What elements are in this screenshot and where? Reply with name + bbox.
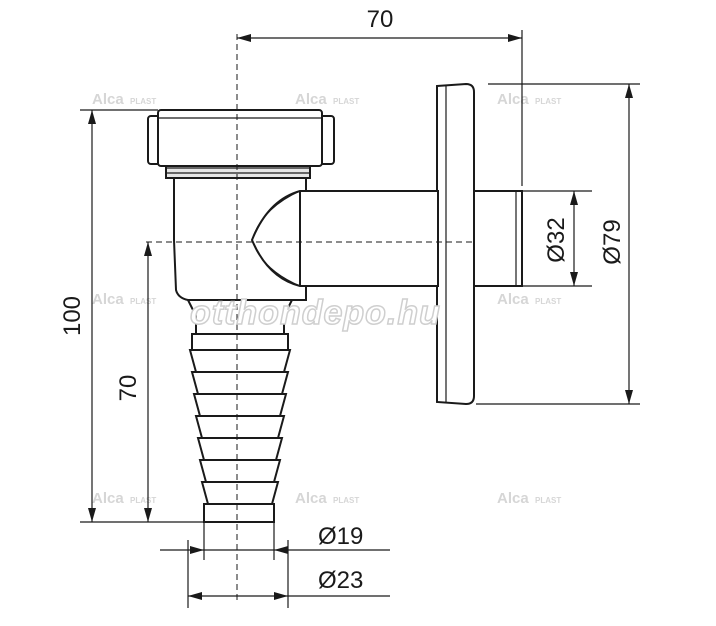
- brand-watermark: Alca PLAST: [497, 91, 561, 108]
- svg-text:Alca: Alca: [497, 91, 529, 108]
- siphon-body: [165, 163, 311, 301]
- svg-text:PLAST: PLAST: [535, 97, 561, 106]
- dimension-label: 70: [115, 375, 142, 402]
- dimension-hose-outer: Ø23: [187, 540, 390, 608]
- svg-text:PLAST: PLAST: [130, 496, 156, 505]
- svg-text:PLAST: PLAST: [535, 297, 561, 306]
- dimension-height-inlet: 70: [115, 242, 152, 522]
- svg-text:Alca: Alca: [92, 91, 124, 108]
- dimension-label: Ø23: [318, 567, 363, 594]
- dimension-label: Ø79: [599, 219, 626, 264]
- hose-connector: [186, 299, 294, 523]
- brand-watermark: Alca PLAST: [295, 490, 359, 507]
- brand-watermark: Alca PLAST: [92, 91, 156, 108]
- dimension-hose-inner: Ø19: [160, 522, 390, 560]
- svg-text:Alca: Alca: [92, 291, 124, 308]
- center-lines: [146, 34, 476, 604]
- dimension-label: Ø19: [318, 523, 363, 550]
- brand-watermark: Alca PLAST: [295, 91, 359, 108]
- svg-text:PLAST: PLAST: [535, 496, 561, 505]
- svg-text:Alca: Alca: [92, 490, 124, 507]
- brand-watermark: Alca PLAST: [92, 291, 156, 308]
- dimension-label: 100: [59, 296, 86, 336]
- outlet-pipe: [299, 190, 523, 287]
- svg-text:PLAST: PLAST: [130, 97, 156, 106]
- svg-text:PLAST: PLAST: [333, 496, 359, 505]
- wall-flange: [436, 82, 475, 406]
- dimension-flange-diameter: Ø79: [476, 83, 640, 405]
- dimension-label: 70: [367, 6, 394, 33]
- brand-watermark: Alca PLAST: [497, 490, 561, 507]
- svg-text:PLAST: PLAST: [333, 97, 359, 106]
- svg-text:Alca: Alca: [295, 91, 327, 108]
- brand-watermarks: Alca PLAST Alca PLAST Alca PLAST Alca PL…: [92, 91, 561, 507]
- svg-text:Alca: Alca: [497, 490, 529, 507]
- site-watermark: otthondepo.hu: [190, 294, 441, 332]
- svg-text:Alca: Alca: [295, 490, 327, 507]
- dimension-width-top: 70: [237, 6, 523, 186]
- svg-text:Alca: Alca: [497, 291, 529, 308]
- union-nut: [147, 109, 335, 167]
- dimension-label: Ø32: [543, 217, 570, 262]
- brand-watermark: Alca PLAST: [92, 490, 156, 507]
- brand-watermark: Alca PLAST: [497, 291, 561, 308]
- dimension-outlet-diameter: Ø32: [522, 190, 592, 287]
- dimension-height-total: 100: [59, 109, 204, 523]
- svg-text:PLAST: PLAST: [130, 297, 156, 306]
